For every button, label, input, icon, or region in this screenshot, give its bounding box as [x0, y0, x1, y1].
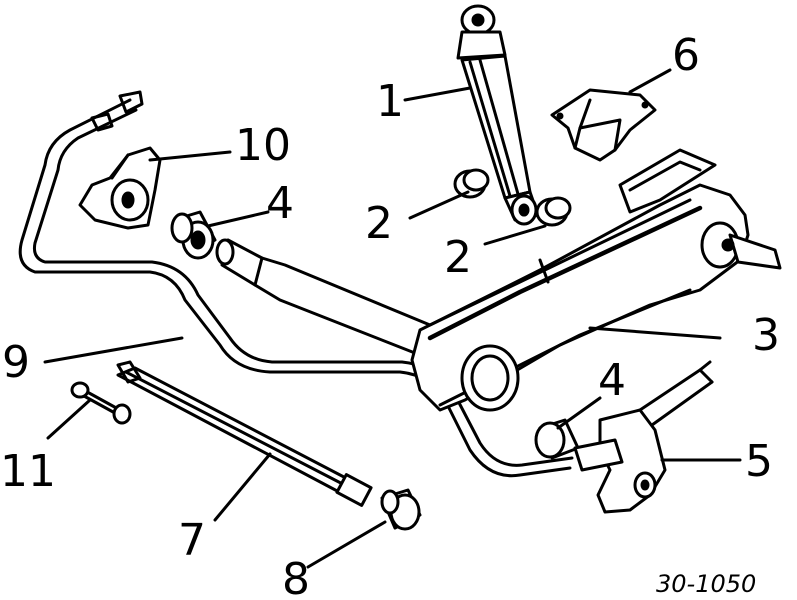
rod-bushing: [380, 488, 422, 531]
callout-8: 8: [282, 554, 310, 600]
stabilizer-bar: [18, 90, 574, 478]
shock-absorber: [456, 4, 540, 226]
callout-7: 7: [178, 515, 206, 566]
leader-lines: [43, 68, 742, 569]
upper-mount: [550, 88, 657, 162]
bushing-lower: [534, 418, 580, 460]
callout-6: 6: [672, 30, 700, 81]
mounting-bracket: [573, 360, 714, 514]
bushing-upper: [170, 210, 217, 260]
callout-2-upper: 2: [365, 198, 393, 249]
axle-shaft: [215, 238, 432, 357]
callout-4-lower: 4: [598, 355, 626, 406]
callout-1: 1: [376, 76, 404, 127]
reference-code: 30-1050: [656, 570, 756, 598]
link-bolt: [70, 381, 132, 425]
lateral-rod: [116, 360, 373, 507]
callout-labels: 1 2 2 3 4 4 5 6 7 8 9 10 11: [0, 30, 780, 600]
stabilizer-clamp: [78, 146, 162, 230]
callout-9: 9: [2, 337, 30, 388]
callout-4-upper: 4: [266, 178, 294, 229]
shock-bushings: [453, 168, 572, 227]
callout-2-lower: 2: [444, 232, 472, 283]
callout-11: 11: [0, 446, 56, 497]
trailing-arm: [410, 148, 782, 412]
callout-3: 3: [752, 310, 780, 361]
callout-5: 5: [745, 436, 773, 487]
callout-10: 10: [235, 120, 291, 171]
